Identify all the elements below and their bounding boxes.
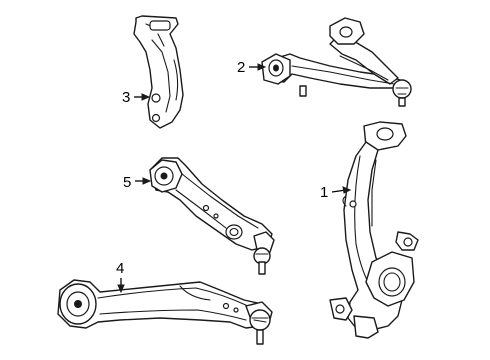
arrow-head-1 [342, 186, 352, 194]
callout-2: 2 [237, 59, 267, 76]
arrow-head-3 [141, 93, 151, 101]
mounting-bracket-part[interactable] [133, 15, 184, 129]
callout-5: 5 [123, 174, 152, 191]
callout-4: 4 [116, 260, 125, 294]
arrow-head-5 [142, 177, 152, 185]
upper-control-arm-part[interactable] [261, 17, 412, 107]
steering-knuckle-part[interactable] [329, 121, 419, 339]
callout-label-3: 3 [122, 89, 130, 106]
lower-control-arm-front-part[interactable] [149, 157, 275, 275]
callout-label-1: 1 [320, 184, 328, 201]
callout-label-2: 2 [237, 59, 245, 76]
arrow-head-4 [117, 284, 125, 294]
callout-label-4: 4 [116, 260, 124, 277]
lower-control-arm-rear-part[interactable] [57, 279, 273, 345]
callout-3: 3 [122, 89, 151, 106]
callout-label-5: 5 [123, 174, 131, 191]
callout-1: 1 [320, 184, 352, 201]
arrow-head-2 [257, 63, 267, 71]
